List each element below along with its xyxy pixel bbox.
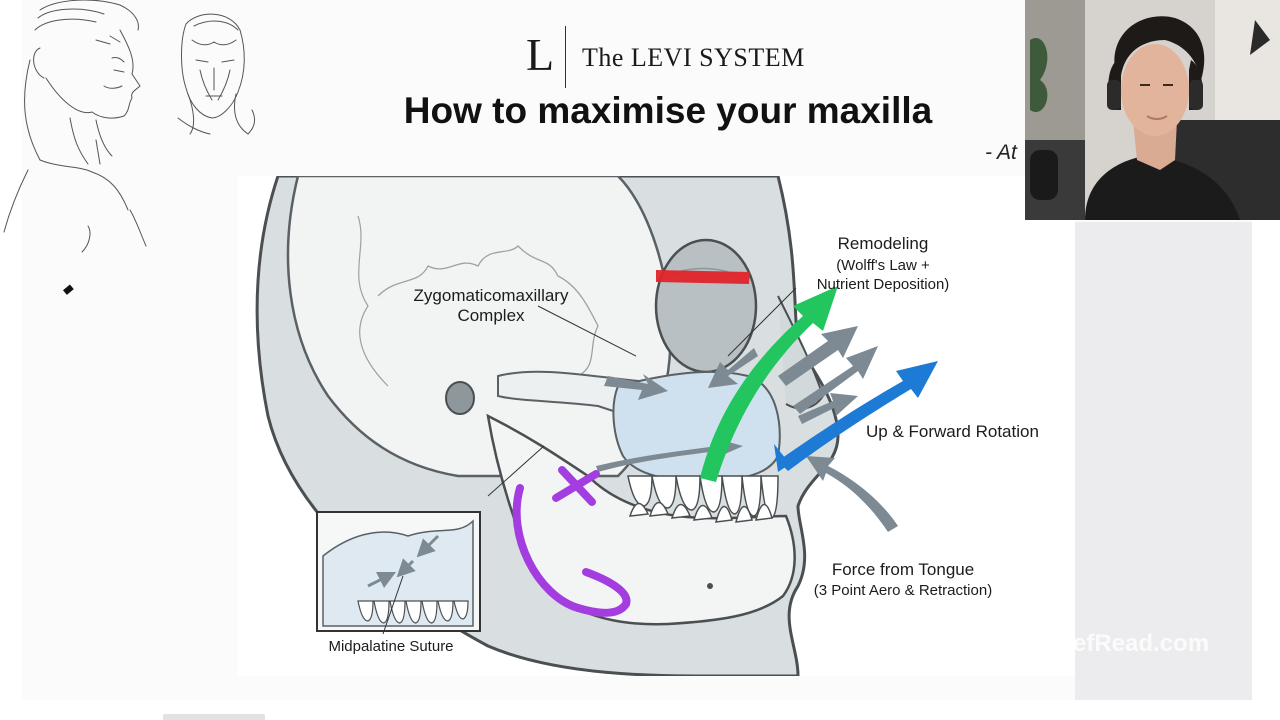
label-force-tongue-sub: (3 Point Aero & Retraction) — [813, 582, 993, 599]
label-remodeling: Remodeling — [837, 234, 929, 253]
label-zygomatic: Zygomaticomaxillary Complex — [406, 286, 576, 326]
label-midpalatine: Midpalatine Suture — [328, 638, 454, 655]
bottom-tab-indicator — [163, 714, 265, 720]
slide-title: How to maximise your maxilla — [403, 90, 933, 131]
skull-illustration — [255, 176, 938, 676]
brand-logo-mark: L — [526, 29, 555, 80]
brand-name: The LEVI SYSTEM — [582, 43, 805, 72]
webcam-overlay — [1025, 0, 1280, 220]
label-zygomatic-line1: Zygomaticomaxillary — [413, 286, 569, 305]
face-sketch-illustrations — [3, 0, 256, 295]
label-force-tongue: Force from Tongue — [831, 560, 975, 579]
watermark: efRead.com — [1073, 630, 1210, 657]
brand-divider — [565, 26, 566, 88]
bottom-strip — [0, 700, 1280, 720]
label-remodeling-sub: (Wolff's Law + Nutrient Deposition) — [798, 256, 968, 294]
label-up-forward: Up & Forward Rotation — [866, 422, 1039, 441]
slide-side-panel — [1075, 222, 1252, 700]
label-remodeling-sub1: (Wolff's Law + — [836, 257, 930, 274]
maxilla-diagram: Zygomaticomaxillary Complex Remodeling (… — [238, 176, 1075, 676]
label-zygomatic-line2: Complex — [457, 306, 525, 325]
label-remodeling-sub2: Nutrient Deposition) — [816, 276, 950, 293]
slide-attribution: - At — [985, 141, 1017, 164]
webcam-presenter — [1025, 0, 1280, 220]
